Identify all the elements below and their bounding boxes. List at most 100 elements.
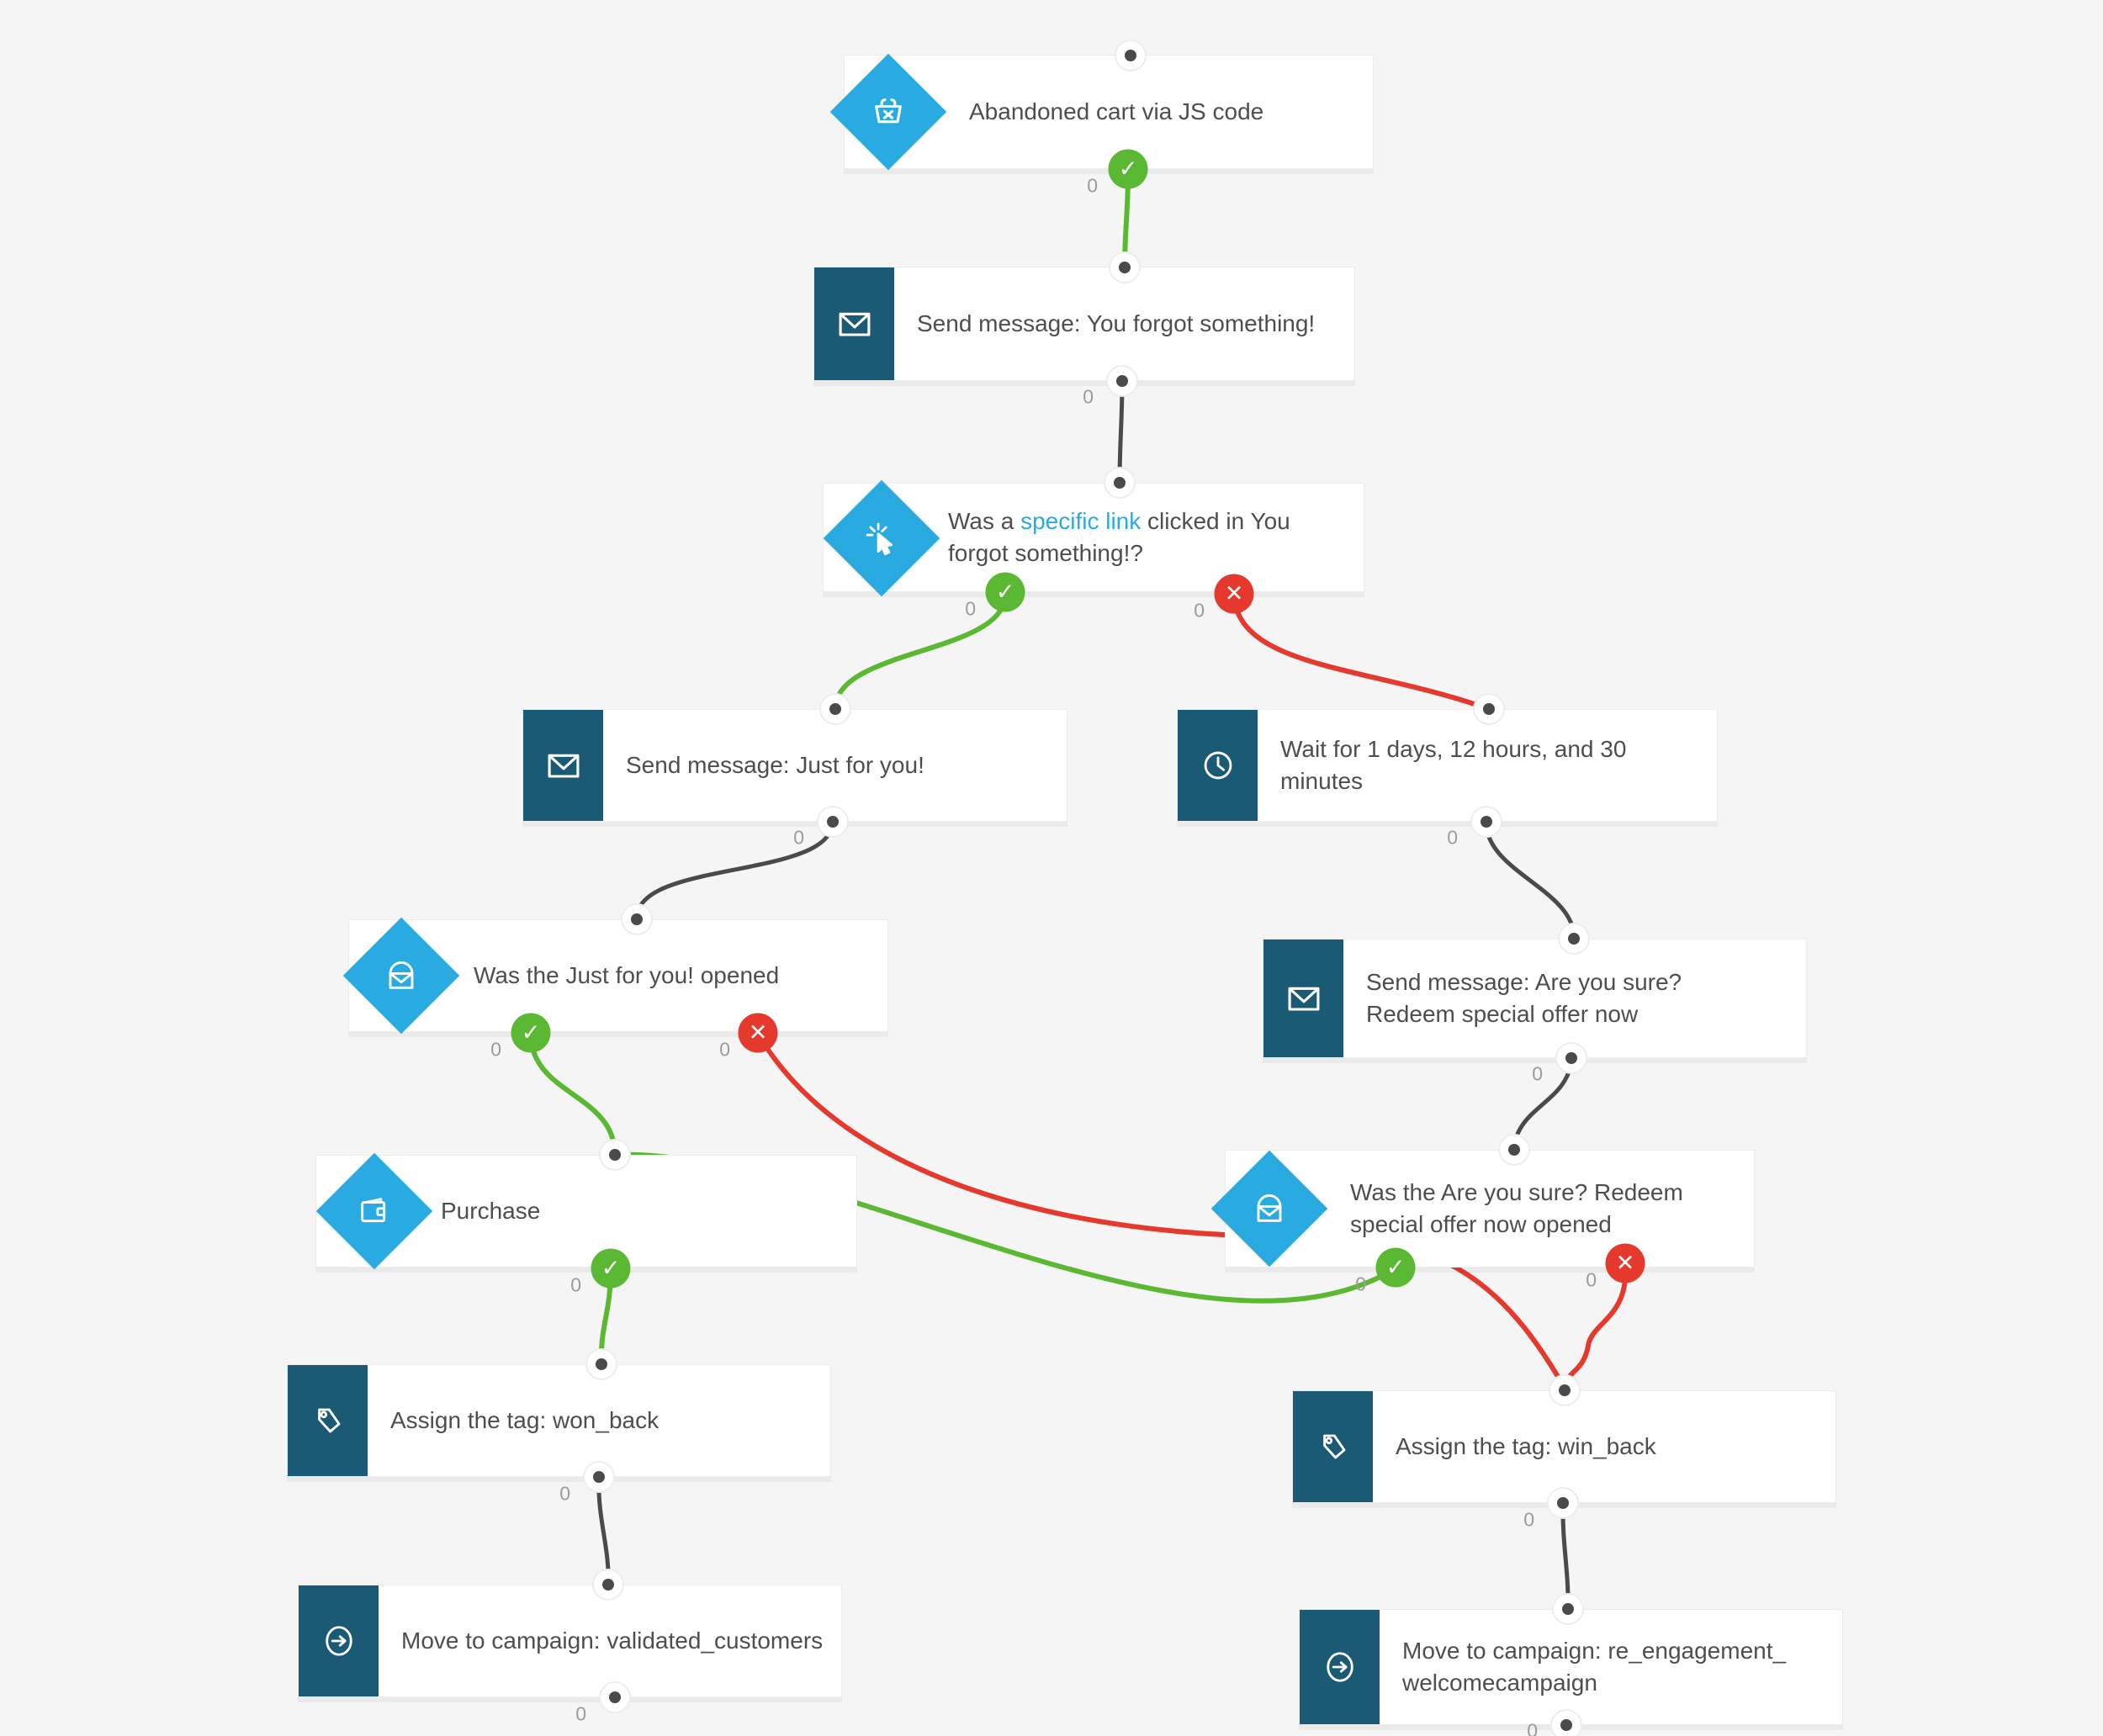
port-core [1565,1052,1577,1064]
envelope-open-icon [1247,1187,1291,1231]
node-label: Was a specific link clicked in You forgo… [948,505,1364,569]
output-port[interactable] [1547,1487,1579,1519]
cursor-click-icon [860,516,903,560]
input-port[interactable] [819,693,851,725]
output-port[interactable] [1555,1042,1587,1074]
condition-diamond[interactable] [1210,1150,1328,1268]
envelope-icon [1263,939,1343,1057]
condition-diamond[interactable] [823,479,940,597]
contact-count: 0 [965,597,976,620]
yes-port-badge[interactable]: ✓ [1108,149,1148,189]
port-core [827,816,839,828]
node-assign-tag-won-back[interactable]: Assign the tag: won_back [287,1364,831,1477]
node-label: Move to campaign: validated_customers [401,1628,824,1654]
contact-count: 0 [1194,599,1205,622]
contact-count: 0 [1355,1273,1366,1295]
input-port[interactable] [1498,1134,1530,1166]
port-core [829,703,841,715]
cart-x-icon [866,90,910,134]
node-label: Send message: Just for you! [626,752,924,779]
tag-icon [288,1365,368,1476]
input-port[interactable] [599,1139,631,1171]
tag-icon [1293,1391,1373,1502]
port-core [1568,933,1580,945]
port-core [602,1579,614,1590]
node-assign-tag-win-back[interactable]: Assign the tag: win_back [1292,1390,1836,1503]
contact-count: 0 [575,1702,586,1725]
move-arrow-icon [1300,1610,1380,1724]
input-port[interactable] [1549,1374,1581,1406]
yes-port-badge[interactable]: ✓ [1375,1247,1416,1288]
node-send-just-for-you[interactable]: Send message: Just for you! [522,709,1067,822]
input-port[interactable] [621,903,653,935]
output-port[interactable] [583,1461,615,1493]
node-label: Move to campaign: re_engagement_welcomec… [1402,1638,1787,1696]
port-core [1559,1384,1571,1396]
no-port-badge[interactable]: ✕ [1214,574,1254,614]
label-text: Was a [948,508,1021,535]
node-wait-timer[interactable]: Wait for 1 days, 12 hours, and 30 minute… [1177,709,1718,822]
output-port[interactable] [1106,365,1138,397]
wallet-icon [352,1189,396,1233]
contact-count: 0 [719,1038,730,1061]
move-arrow-icon [299,1585,379,1696]
node-label: Was the Are you sure? Redeem special off… [1350,1179,1683,1237]
envelope-open-icon [379,954,423,998]
yes-port-badge[interactable]: ✓ [591,1248,631,1289]
contact-count: 0 [1527,1719,1538,1736]
input-port[interactable] [1552,1593,1584,1625]
output-port[interactable] [817,806,849,838]
port-core [1562,1603,1574,1615]
envelope-icon [814,267,894,380]
contact-count: 0 [1586,1268,1597,1291]
contact-count: 0 [559,1482,570,1505]
condition-diamond[interactable] [315,1152,433,1270]
contact-count: 0 [1523,1508,1534,1531]
input-port[interactable] [1109,251,1141,283]
node-send-you-forgot[interactable]: Send message: You forgot something! [813,267,1355,381]
node-move-validated-customers[interactable]: Move to campaign: validated_customers [298,1585,842,1697]
node-are-you-sure-opened[interactable]: Was the Are you sure? Redeem special off… [1225,1150,1755,1268]
input-port[interactable] [1115,40,1147,71]
contact-count: 0 [1532,1062,1543,1085]
input-port[interactable] [585,1348,617,1380]
node-send-are-you-sure[interactable]: Send message: Are you sure? Redeem speci… [1263,939,1807,1058]
trigger-diamond[interactable] [829,53,947,171]
specific-link-text[interactable]: specific link [1020,508,1142,535]
envelope-icon [523,710,603,821]
output-port[interactable] [1550,1709,1582,1736]
port-core [1560,1719,1572,1731]
input-port[interactable] [1473,693,1505,725]
clock-icon [1178,710,1258,821]
input-port[interactable] [1558,923,1590,955]
port-core [609,1149,621,1161]
yes-port-badge[interactable]: ✓ [985,572,1025,612]
port-core [1125,50,1136,61]
contact-count: 0 [570,1273,581,1296]
output-port[interactable] [1470,806,1502,838]
no-port-badge[interactable]: ✕ [738,1013,778,1053]
no-port-badge[interactable]: ✕ [1605,1243,1645,1283]
port-core [1483,703,1495,715]
contact-count: 0 [1087,174,1098,197]
node-label: Purchase [441,1198,541,1225]
contact-count: 0 [793,826,804,849]
input-port[interactable] [1104,467,1136,499]
condition-diamond[interactable] [342,917,460,1035]
node-move-reengagement[interactable]: Move to campaign: re_engagement_welcomec… [1299,1609,1843,1725]
label-text: clicked in You forgot something!? [948,508,1290,566]
port-core [1481,816,1492,828]
port-core [1508,1144,1520,1156]
node-label: Wait for 1 days, 12 hours, and 30 minute… [1280,736,1627,794]
port-core [1557,1497,1569,1509]
node-label: Send message: Are you sure? Redeem speci… [1366,969,1682,1027]
input-port[interactable] [592,1569,624,1601]
node-label: Abandoned cart via JS code [969,98,1264,125]
yes-port-badge[interactable]: ✓ [511,1013,551,1053]
contact-count: 0 [1083,385,1094,408]
contact-count: 0 [490,1038,501,1061]
output-port[interactable] [599,1681,631,1713]
port-core [1114,477,1126,489]
node-just-for-you-opened[interactable]: Was the Just for you! opened [348,919,888,1032]
